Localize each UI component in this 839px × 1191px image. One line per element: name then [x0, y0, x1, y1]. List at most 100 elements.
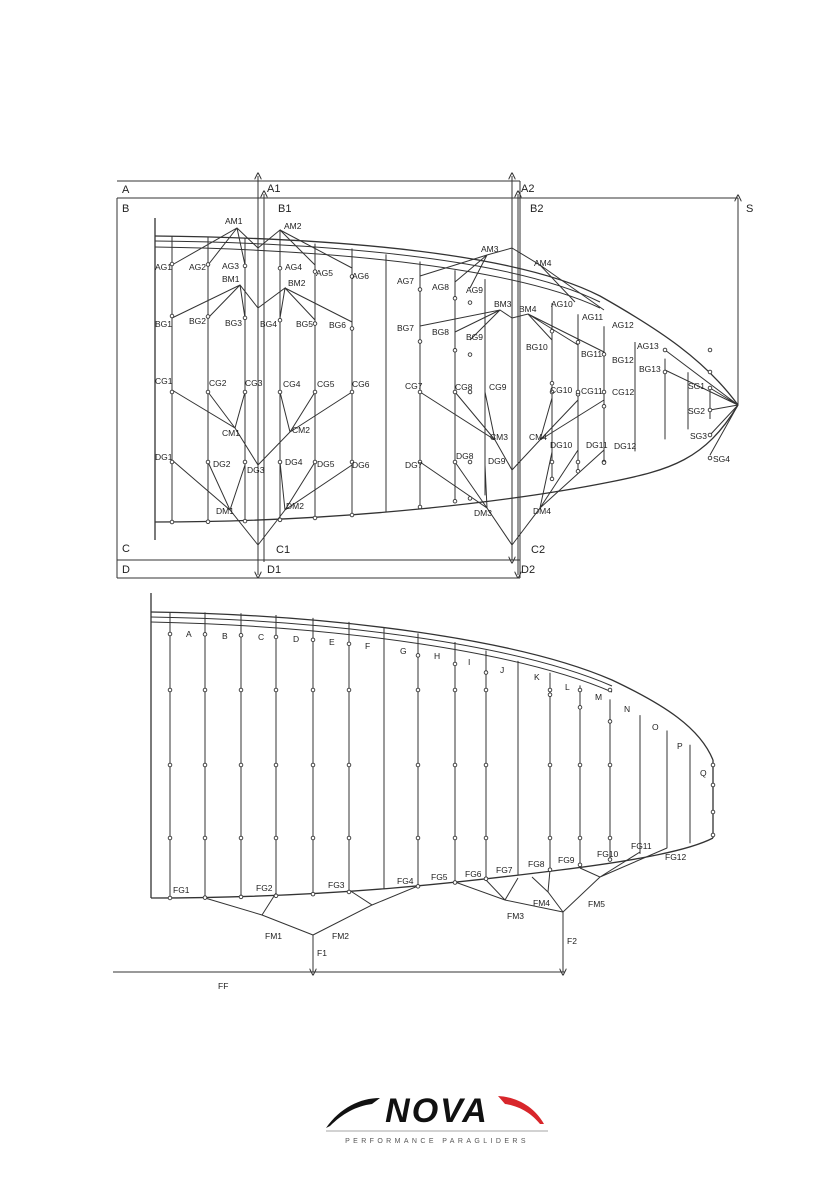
gallery-label: AG5 [316, 268, 333, 278]
attachment-point [277, 459, 283, 465]
gallery-label: DG2 [213, 459, 231, 469]
attachment-point [169, 313, 175, 319]
attachment-point [310, 762, 316, 768]
f-gallery-label: FG12 [665, 852, 687, 862]
gallery-label: DG6 [352, 460, 370, 470]
level-label-ff: FF [218, 981, 228, 991]
main-label: DM3 [474, 508, 492, 518]
attachment-point [452, 762, 458, 768]
attachment-point [549, 380, 555, 386]
f-gallery-label: FG5 [431, 872, 448, 882]
attachment-point [417, 504, 423, 510]
cell-label: M [595, 692, 602, 702]
gallery-label: AG7 [397, 276, 414, 286]
main-label: AM4 [534, 258, 552, 268]
attachment-point [349, 326, 355, 331]
stabilo-label: SG3 [690, 431, 707, 441]
f-gallery-label: FG7 [496, 865, 513, 875]
gallery-label: CG8 [455, 382, 473, 392]
f-main-label: FM3 [507, 911, 524, 921]
attachment-point [483, 762, 489, 768]
main-label: CM3 [490, 432, 508, 442]
gallery-label: BG7 [397, 323, 414, 333]
cell-label: Q [700, 768, 707, 778]
f-gallery-label: FG9 [558, 855, 575, 865]
gallery-label: AG8 [432, 282, 449, 292]
attachment-point [277, 317, 283, 323]
main-label: BM1 [222, 274, 240, 284]
attachment-point [575, 340, 581, 345]
attachment-point [346, 762, 352, 768]
cell-label: B [222, 631, 228, 641]
gallery-label: CG5 [317, 379, 335, 389]
gallery-label: DG12 [614, 441, 636, 451]
attachment-point [577, 835, 583, 841]
nova-logo: NOVA PERFORMANCE PARAGLIDERS [326, 1092, 548, 1145]
attachment-point [467, 496, 473, 501]
attachment-point [169, 519, 175, 525]
riser-label-f1: F1 [317, 948, 327, 958]
level-label-a: A [122, 184, 130, 196]
gallery-label: CG7 [405, 381, 423, 391]
attachment-point [452, 389, 458, 395]
gallery-label: AG11 [582, 312, 603, 322]
attachment-point [483, 876, 489, 882]
bottom-line-plan: A B C D E F G H I J K L M N O P Q FG1 FG… [113, 593, 716, 991]
attachment-point [167, 895, 173, 901]
gallery-label: BG2 [189, 316, 206, 326]
attachment-point [710, 782, 716, 788]
attachment-point [415, 762, 421, 768]
attachment-point [277, 517, 283, 523]
attachment-point [205, 459, 211, 465]
gallery-label: CG4 [283, 379, 301, 389]
main-label: CM4 [529, 432, 547, 442]
riser-label-a1: A1 [267, 183, 280, 195]
wing-outline [154, 218, 739, 540]
attachment-point [167, 687, 173, 693]
attachment-point [710, 832, 716, 838]
attachment-point [452, 880, 458, 885]
attachment-points [169, 261, 713, 525]
attachment-point [273, 835, 279, 841]
riser-label-b1: B1 [278, 203, 291, 215]
cell-label: P [677, 741, 683, 751]
f-main-label: FM1 [265, 931, 282, 941]
f-cascades [204, 847, 668, 936]
f-gallery-label: FG6 [465, 869, 482, 879]
level-label-b: B [122, 203, 129, 215]
gallery-label: CG10 [550, 385, 572, 395]
attachment-point [577, 762, 583, 768]
f-gallery-label: FG4 [397, 876, 414, 886]
main-label: CM2 [292, 425, 310, 435]
attachment-point [205, 262, 211, 267]
attachment-point [417, 287, 423, 292]
gallery-label: BG3 [225, 318, 242, 328]
attachment-point [277, 389, 283, 395]
attachment-point [707, 347, 713, 353]
risers [258, 176, 738, 575]
attachment-point [273, 634, 279, 640]
attachment-point [707, 407, 713, 413]
attachment-point [601, 404, 607, 409]
attachment-point [312, 269, 318, 274]
attachment-point [467, 352, 473, 357]
attachment-point [242, 518, 248, 524]
gallery-label: CG3 [245, 378, 263, 388]
attachment-point [607, 835, 613, 841]
attachment-point [467, 389, 473, 395]
main-label: DM2 [286, 501, 304, 511]
attachment-point [349, 459, 355, 465]
attachment-point [452, 835, 458, 841]
logo-wordmark: NOVA [385, 1092, 489, 1130]
level-label-d: D [122, 564, 130, 576]
attachment-point [346, 889, 352, 895]
attachment-point [349, 512, 355, 518]
gallery-label: AG4 [285, 262, 302, 272]
attachment-point [415, 884, 421, 889]
attachment-point [707, 432, 713, 438]
wing-outline-bottom [150, 593, 714, 899]
attachment-point [202, 687, 208, 693]
gallery-label: DG9 [488, 456, 506, 466]
gallery-label: DG5 [317, 459, 335, 469]
gallery-label: DG11 [586, 440, 608, 450]
